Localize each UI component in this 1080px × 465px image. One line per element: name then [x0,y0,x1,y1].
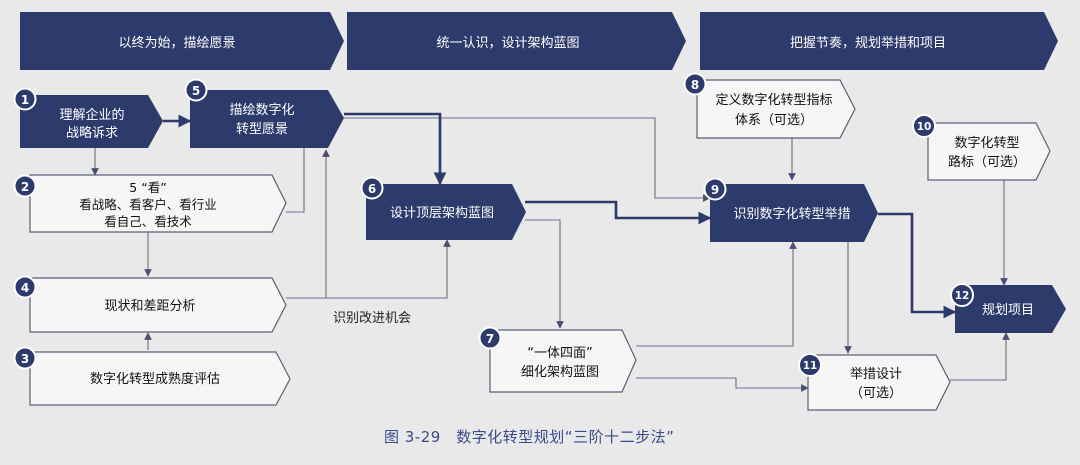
step-10-label-line2: 路标（可选） [948,154,1026,170]
step-11-number: 11 [803,360,818,372]
connector-2-5 [286,140,308,213]
step-8-badge: 8 [683,72,707,96]
connector-7-9 [636,241,797,347]
step-3-box[interactable]: 数字化转型成熟度评估 [29,351,291,406]
step-10-badge: 10 [912,114,936,138]
step-6-box[interactable]: 设计顶层架构蓝图 [366,184,526,240]
connector-5-9 [344,117,711,202]
step-2-label-line3: 看自己、看技术 [104,214,192,229]
step-8-label-line2: 体系（可选） [735,113,813,128]
phase-banner-2-label: 统一认识，设计架构蓝图 [436,36,579,51]
step-2-badge: 2 [13,174,37,198]
step-9-badge: 9 [703,177,727,201]
step-9-box[interactable]: 识别数字化转型举措 [710,184,878,242]
step-8-label-line1: 定义数字化转型指标 [715,93,832,108]
step-badges: 1 2 4 3 5 6 7 8 [13,72,974,377]
phase-banner-3-label: 把握节奏，规划举措和项目 [790,36,946,51]
connector-8-9 [772,137,796,181]
step-2-box[interactable]: 5 “看” 看战略、看客户、看行业 看自己、看技术 [29,174,287,233]
step-10-label-line1: 数字化转型 [954,136,1019,151]
connector-6-7 [525,219,564,329]
step-5-label-line1: 描绘数字化 [229,103,294,118]
phase-banner-3: 把握节奏，规划举措和项目 [700,12,1058,70]
step-6-number: 6 [368,182,376,196]
step-10-number: 10 [917,121,932,133]
phase-banner-2: 统一认识，设计架构蓝图 [347,12,686,70]
step-11-label-line1: 举措设计 [850,367,902,382]
step-8-box[interactable]: 定义数字化转型指标 体系（可选） [696,79,856,139]
step-7-box[interactable]: “一体四面” 细化架构蓝图 [489,329,637,393]
connector-11-12 [950,332,1010,381]
step-5-label-line2: 转型愿景 [236,122,288,137]
main-flow-5-6 [344,112,447,186]
step-1-label-line2: 战略诉求 [66,125,118,141]
step-1-label-line1: 理解企业的 [59,107,124,123]
connectors-thin [91,117,1010,392]
step-3-label: 数字化转型成熟度评估 [90,371,220,387]
step-11-badge: 11 [798,353,822,377]
step-11-label-line2: （可选） [850,386,902,401]
connector-10-12 [985,179,1008,286]
connector-7-11 [636,377,809,392]
step-9-number: 9 [711,183,719,197]
step-9-label: 识别数字化转型举措 [733,207,850,222]
step-4-number: 4 [21,281,29,295]
main-flow-9-12 [878,212,957,319]
step-2-label-line1: 5 “看” [129,180,166,195]
step-11-box[interactable]: 举措设计 （可选） [807,354,951,411]
step-4-label: 现状和差距分析 [104,299,195,314]
step-10-box[interactable]: 数字化转型 路标（可选） [927,122,1051,181]
figure-caption: 图 3-29 数字化转型规划“三阶十二步法” [384,428,675,446]
annotation-identify-opportunities: 识别改进机会 [333,311,411,326]
step-12-box[interactable]: 规划项目 [955,285,1066,333]
step-7-label-line1: “一体四面” [527,346,592,361]
step-1-box[interactable]: 理解企业的 战略诉求 [20,95,163,148]
step-3-number: 3 [21,352,29,366]
phase-banner-1-label: 以终为始，描绘愿景 [118,35,235,51]
step-6-badge: 6 [360,176,384,200]
step-5-badge: 5 [184,78,208,102]
step-2-number: 2 [21,180,29,194]
step-7-badge: 7 [478,326,502,350]
connector-4-6 [286,239,451,299]
step-12-badge: 12 [950,283,974,307]
phase-banner-1: 以终为始，描绘愿景 [20,12,344,70]
step-4-badge: 4 [13,275,37,299]
step-3-badge: 3 [13,346,37,370]
connector-4-5 [286,149,330,299]
step-5-number: 5 [192,84,200,98]
step-2-label-line2: 看战略、看客户、看行业 [79,197,217,212]
connectors-main [163,112,957,319]
step-12-label: 规划项目 [982,303,1034,318]
step-8-number: 8 [691,78,699,92]
step-6-label: 设计顶层架构蓝图 [390,206,494,221]
step-7-number: 7 [486,332,494,346]
main-flow-6-9 [525,200,712,225]
step-5-box[interactable]: 描绘数字化 转型愿景 [190,90,344,148]
step-1-number: 1 [21,93,29,107]
step-7-label-line2: 细化架构蓝图 [521,365,599,380]
step-1-badge: 1 [13,87,37,111]
step-12-number: 12 [955,290,970,302]
step-4-box[interactable]: 现状和差距分析 [29,277,287,333]
